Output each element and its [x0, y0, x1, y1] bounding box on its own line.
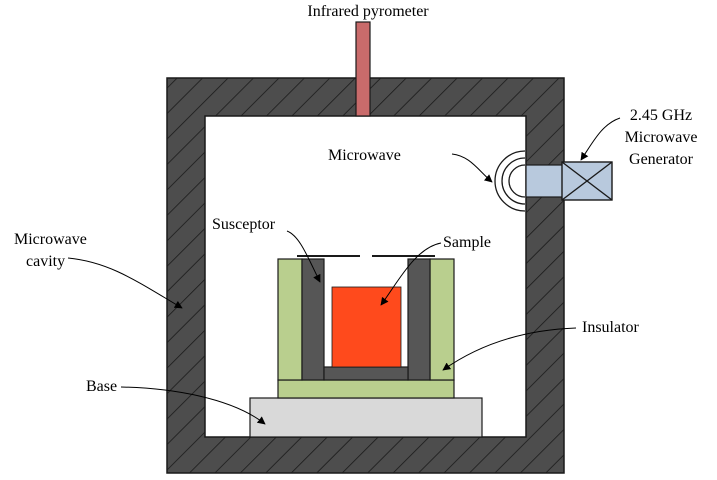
base-label: Base: [86, 378, 117, 395]
cavity-leader: [67, 257, 183, 309]
sample-leader: [380, 242, 442, 306]
insulator-label: Insulator: [582, 319, 640, 336]
generator-label-line1: 2.45 GHz: [630, 107, 692, 124]
generator-label-line2: Microwave: [625, 129, 698, 146]
microwave-generator: [561, 161, 613, 201]
sample-label: Sample: [443, 234, 491, 251]
waveguide: [525, 164, 565, 198]
cavity-wall: [166, 77, 565, 474]
base-leader: [120, 386, 266, 425]
base-plate: [249, 397, 483, 438]
microwave-leader: [451, 153, 493, 183]
sample-block: [331, 286, 402, 368]
generator-leader: [580, 117, 621, 161]
susceptor-label: Susceptor: [212, 216, 276, 233]
susceptor-leader: [286, 230, 321, 283]
pyrometer-label: Infrared pyrometer: [307, 3, 429, 20]
pyrometer-rod: [355, 21, 371, 117]
insulator: [277, 258, 455, 399]
susceptor: [301, 258, 431, 381]
cavity-label-line1: Microwave: [14, 231, 87, 248]
leader-lines: [67, 117, 621, 425]
insulator-leader: [442, 327, 577, 371]
generator-label-line3: Generator: [629, 151, 694, 168]
microwave-waves: [494, 150, 526, 212]
microwave-label: Microwave: [328, 147, 401, 164]
cavity-label-line2: cavity: [26, 253, 65, 270]
